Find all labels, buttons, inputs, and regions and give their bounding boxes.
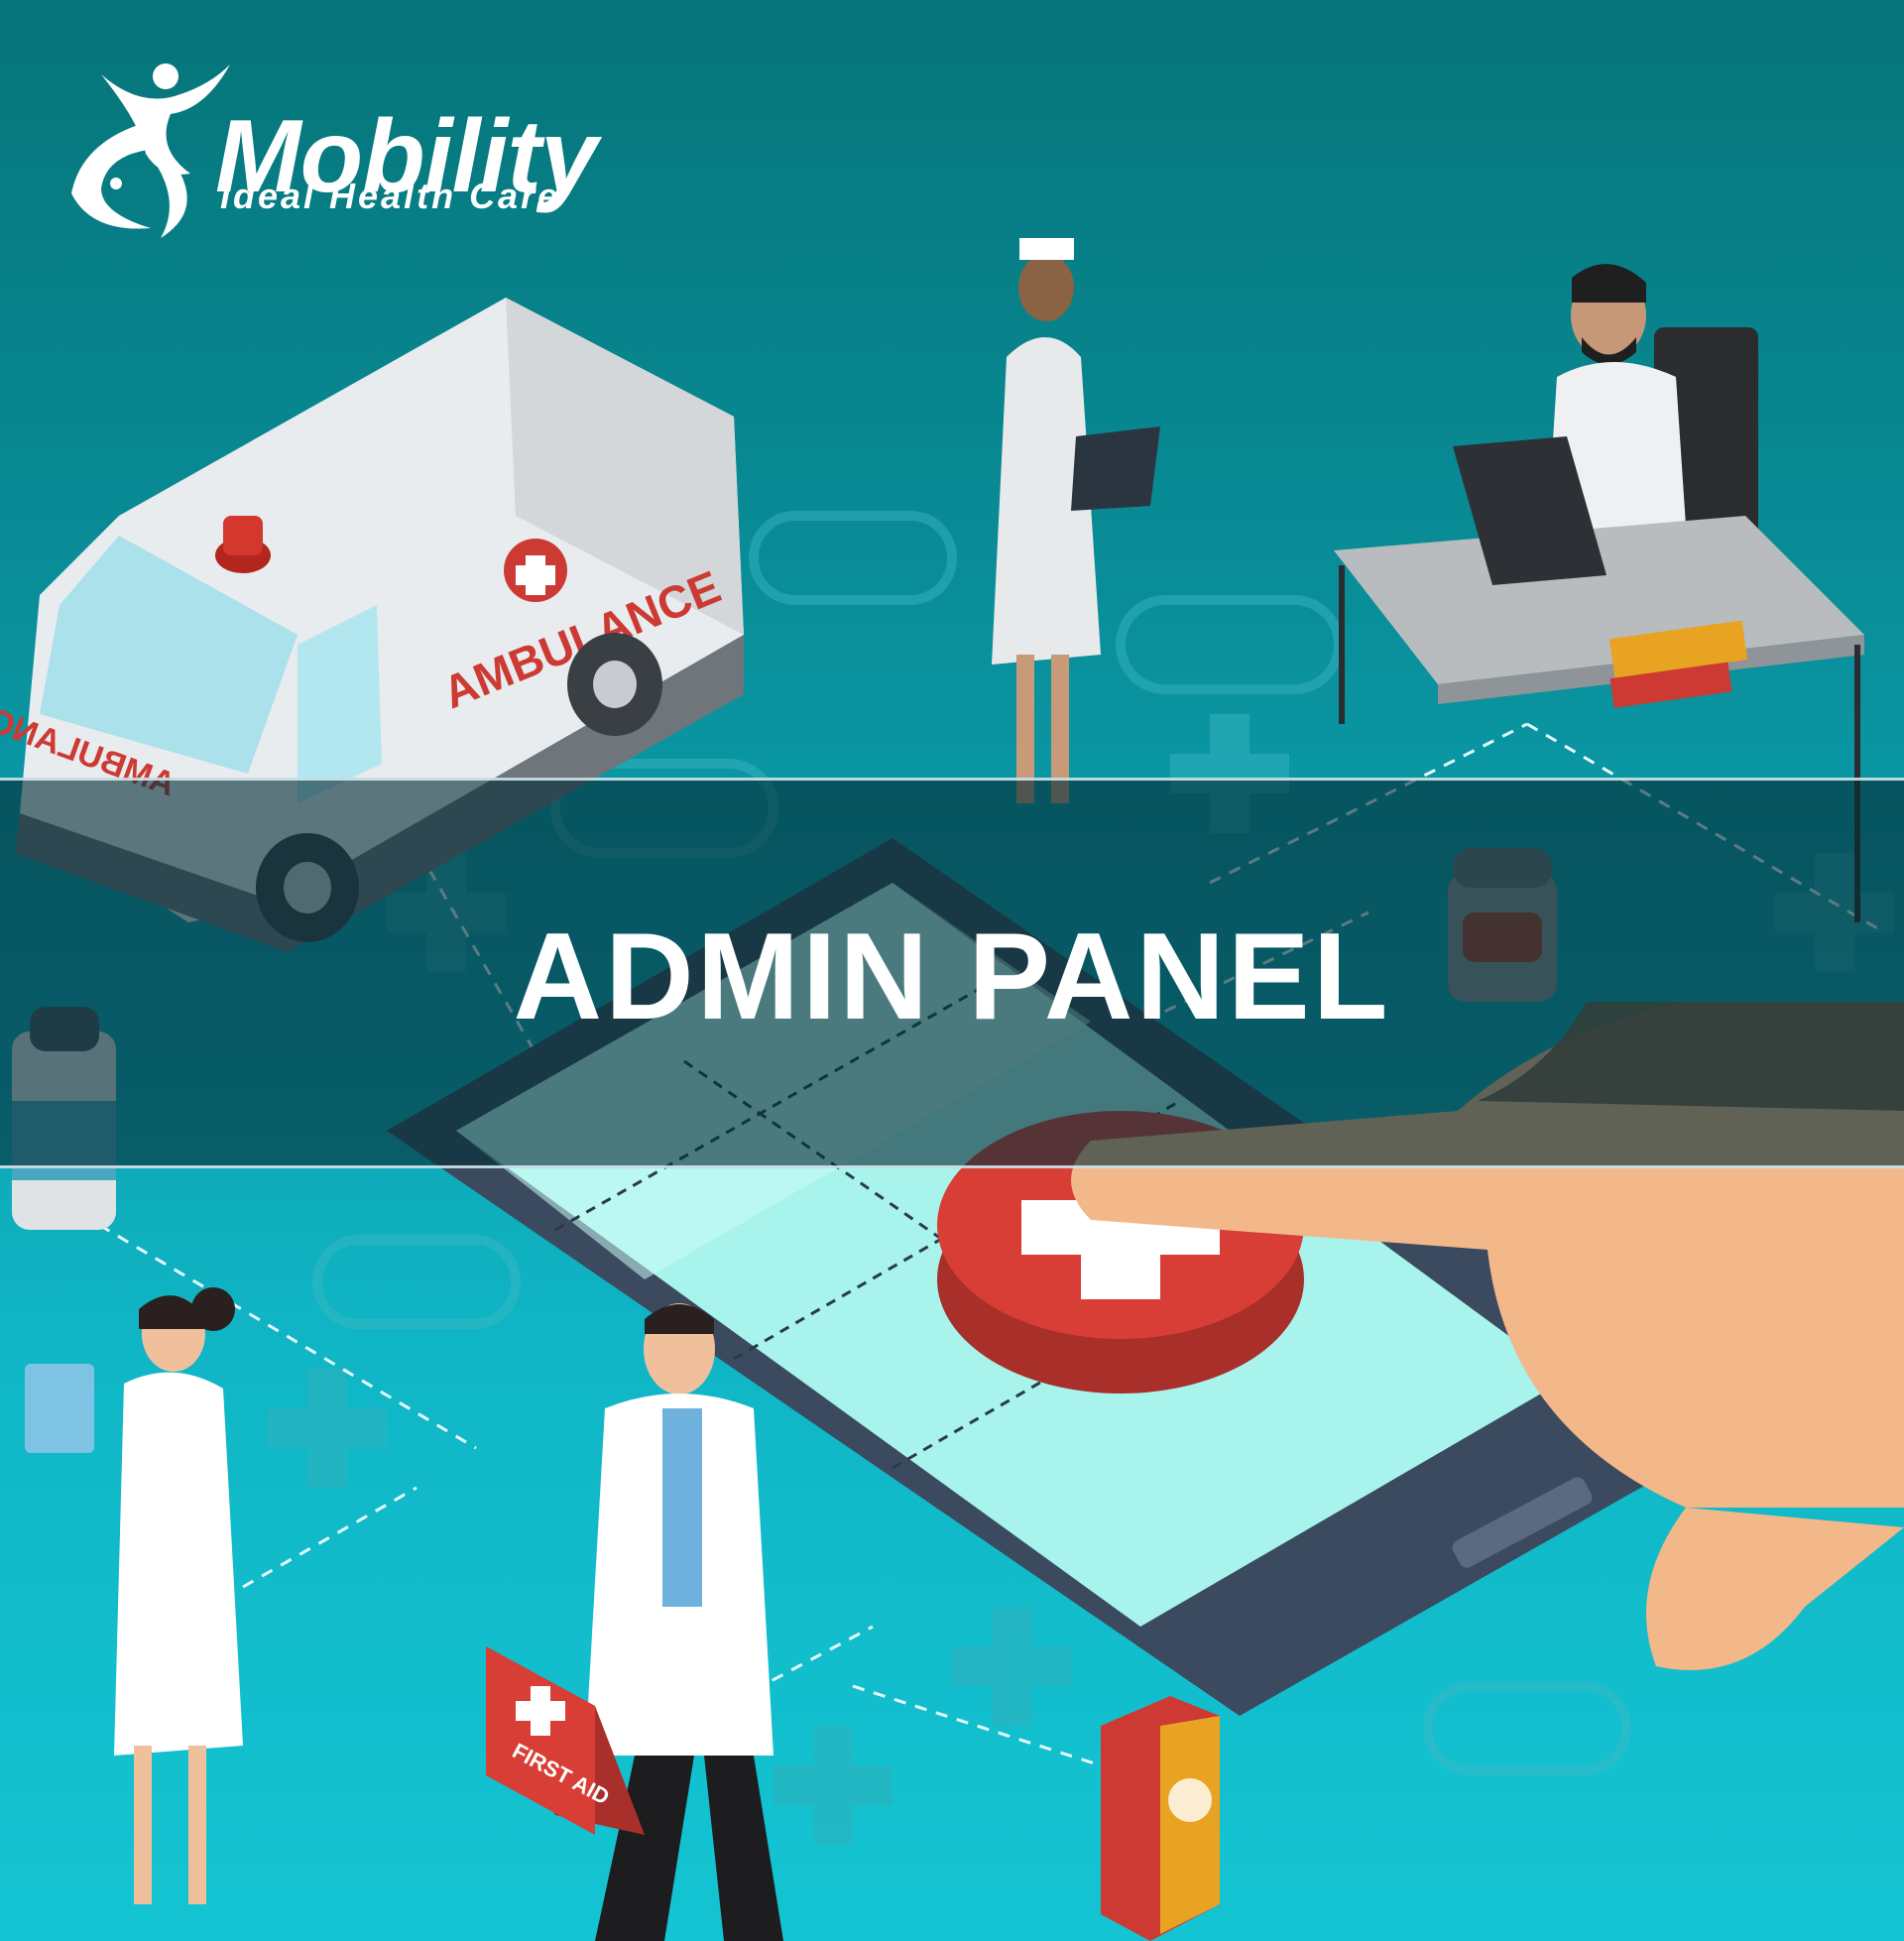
logo-figure-icon	[71, 63, 230, 238]
brand-logo: Mobility Ideal Health Care	[61, 55, 617, 243]
banner-title: ADMIN PANEL	[513, 909, 1391, 1045]
doctor-at-desk	[1334, 264, 1864, 922]
brand-tagline: Ideal Health Care	[220, 176, 561, 216]
nurse-top	[992, 238, 1160, 803]
nurse-xray	[25, 1287, 243, 1904]
brand-name: Mobility	[215, 99, 598, 214]
doctor-walking	[585, 1303, 783, 1941]
title-banner: ADMIN PANEL	[0, 778, 1904, 1168]
medicine-box	[1101, 1696, 1220, 1941]
first-aid-kit-icon: FIRST AID	[486, 1646, 645, 1835]
